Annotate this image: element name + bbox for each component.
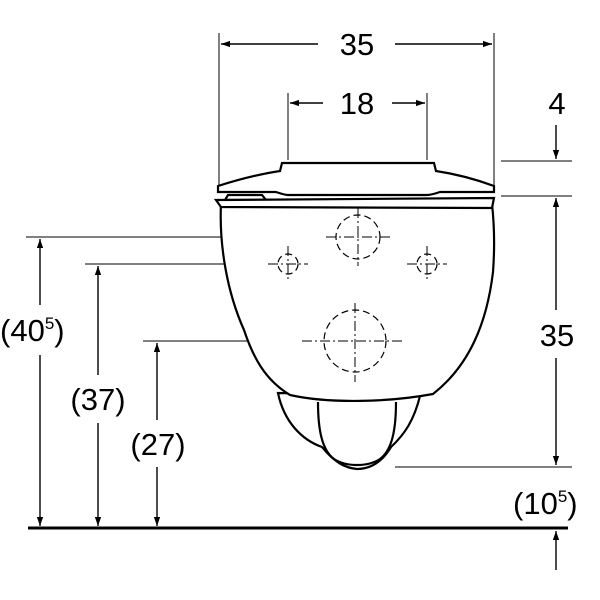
dimension-lines <box>36 40 560 570</box>
wc-outline <box>213 161 496 471</box>
bowl-rim <box>213 196 496 210</box>
dimension-labels: 35 18 4 35 (405) (37) (27) (105) <box>0 27 578 521</box>
overall-width-label: 35 <box>340 27 374 62</box>
drain-height-label: (27) <box>130 427 185 462</box>
mounting-holes <box>268 208 447 382</box>
outlet-height-label: (105) <box>513 486 578 521</box>
bowl-body <box>219 201 496 403</box>
lower-bolt-height-label: (37) <box>70 382 125 417</box>
bowl-height-label: 35 <box>540 318 574 353</box>
toilet-seat <box>216 161 496 197</box>
bolt-spacing-label: 18 <box>340 86 374 121</box>
upper-bolt-height-label: (405) <box>0 313 65 348</box>
seat-thickness-label: 4 <box>548 86 565 121</box>
outlet-inner <box>316 401 398 467</box>
